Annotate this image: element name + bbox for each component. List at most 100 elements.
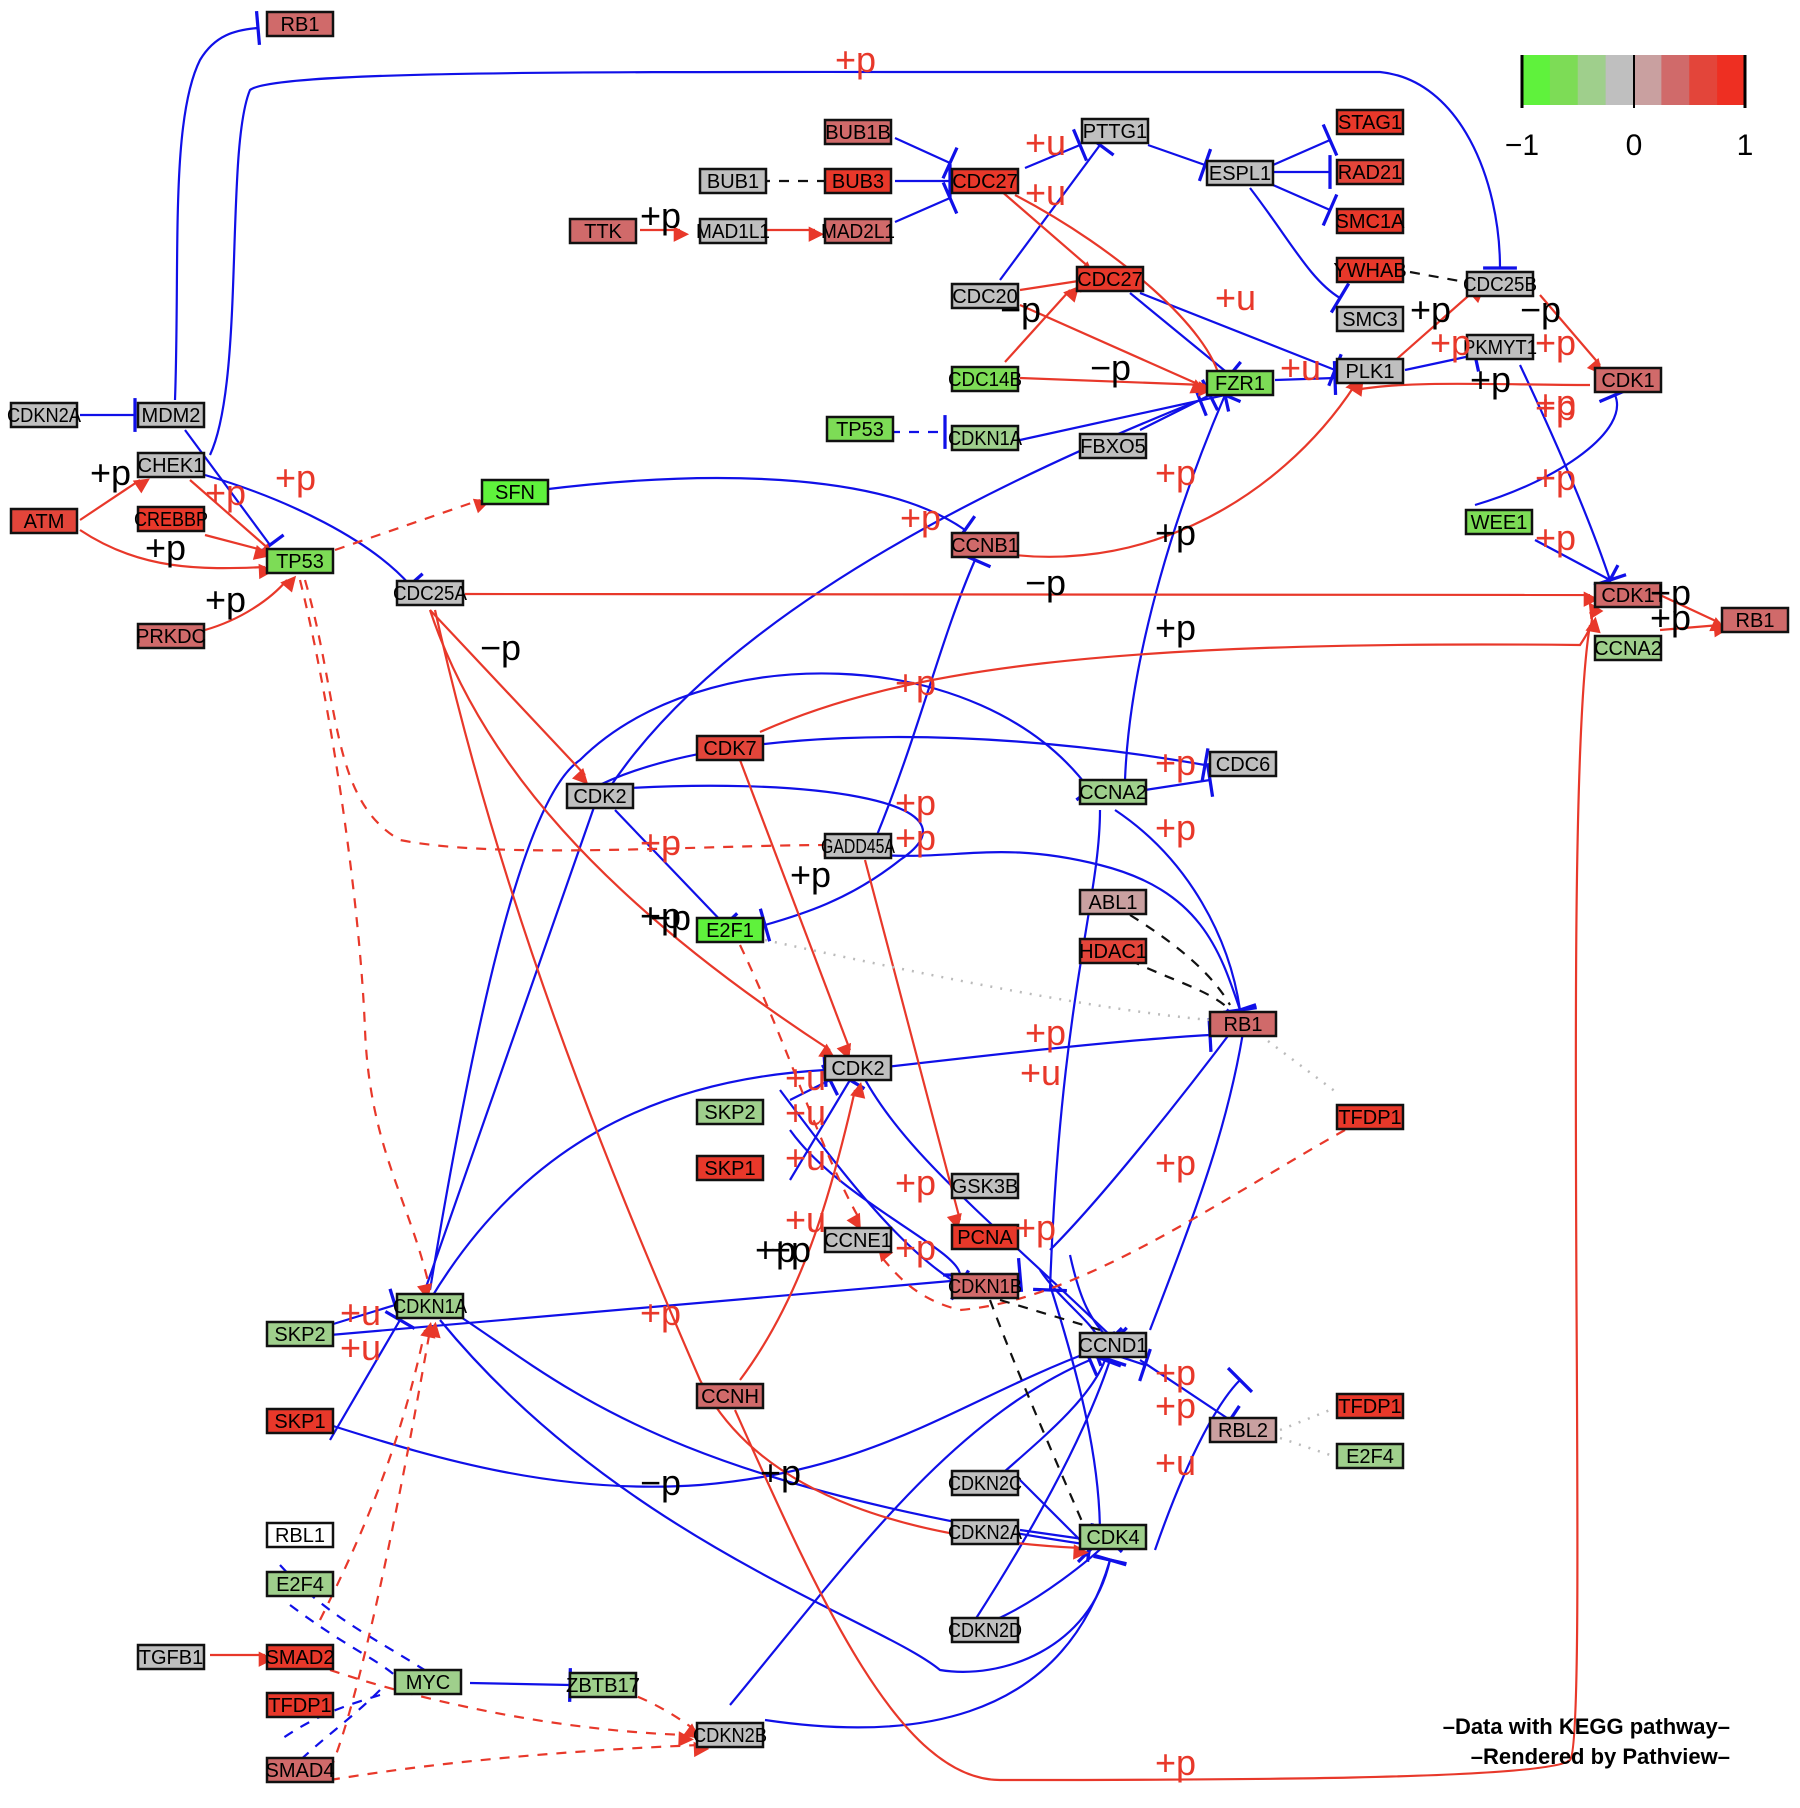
gene-node-box[interactable] [265, 1756, 335, 1784]
gene-node-box[interactable] [265, 1407, 335, 1435]
gene-node-box[interactable] [1208, 1416, 1278, 1444]
gene-node[interactable]: CDK2 [823, 1054, 893, 1082]
gene-node[interactable]: SKP1 [265, 1407, 335, 1435]
gene-node-box[interactable] [1208, 750, 1278, 778]
gene-node[interactable]: RBL1 [265, 1521, 335, 1549]
gene-node[interactable]: TGFB1 [136, 1643, 206, 1671]
gene-node-box[interactable] [265, 1521, 335, 1549]
gene-node[interactable]: CDK4 [1078, 1523, 1148, 1551]
gene-node-box[interactable] [136, 622, 206, 650]
gene-node-box[interactable] [136, 451, 206, 479]
gene-node[interactable]: TFDP1 [1335, 1392, 1405, 1420]
gene-node[interactable]: SKP2 [265, 1320, 335, 1348]
gene-node[interactable]: RAD21 [1335, 158, 1405, 186]
gene-node-box[interactable] [1593, 634, 1663, 662]
gene-node-box[interactable] [1720, 606, 1790, 634]
gene-node-box[interactable] [1335, 108, 1405, 136]
gene-node-box[interactable] [1078, 937, 1148, 965]
gene-node[interactable]: CDKN1A [948, 424, 1023, 452]
gene-node-box[interactable] [1208, 1010, 1278, 1038]
gene-node-box[interactable] [1335, 1442, 1405, 1470]
gene-node-box[interactable] [265, 1570, 335, 1598]
gene-node-box[interactable] [568, 1671, 638, 1699]
gene-node-box[interactable] [136, 505, 206, 533]
gene-node[interactable]: CREBBP [134, 505, 208, 533]
gene-node-box[interactable] [136, 1643, 206, 1671]
gene-node[interactable]: ZBTB17 [566, 1671, 640, 1699]
gene-node[interactable]: CHEK1 [136, 451, 206, 479]
gene-node[interactable]: TP53 [265, 547, 335, 575]
gene-node[interactable]: E2F4 [1335, 1442, 1405, 1470]
gene-node-box[interactable] [1335, 158, 1405, 186]
gene-node-box[interactable] [1335, 256, 1405, 284]
gene-node-box[interactable] [1205, 369, 1275, 397]
gene-node-box[interactable] [1078, 888, 1148, 916]
gene-node[interactable]: CDC25A [393, 579, 468, 607]
gene-node-box[interactable] [823, 167, 893, 195]
gene-node[interactable]: CCNH [695, 1382, 765, 1410]
gene-node-box[interactable] [950, 1272, 1020, 1300]
gene-node[interactable]: TTK [568, 217, 638, 245]
gene-node-box[interactable] [393, 1668, 463, 1696]
gene-node[interactable]: CDC14B [948, 365, 1022, 393]
gene-node[interactable]: CDKN1B [948, 1272, 1022, 1300]
gene-node[interactable]: BUB1B [823, 118, 893, 146]
gene-node-box[interactable] [950, 167, 1020, 195]
gene-node-box[interactable] [1593, 366, 1663, 394]
gene-node-box[interactable] [825, 415, 895, 443]
gene-node[interactable]: CDKN2B [693, 1721, 767, 1749]
gene-node-box[interactable] [695, 734, 765, 762]
gene-node-box[interactable] [1335, 207, 1405, 235]
gene-node[interactable]: MAD1L1 [696, 217, 770, 245]
gene-node[interactable]: SMC1A [1335, 207, 1406, 235]
gene-node-box[interactable] [950, 424, 1020, 452]
gene-node[interactable]: GADD45A [821, 832, 896, 860]
gene-node[interactable]: YWHAB [1333, 256, 1407, 284]
gene-node[interactable]: CDC25B [1463, 270, 1537, 298]
gene-node[interactable]: CDK1 [1593, 581, 1663, 609]
gene-node[interactable]: FBXO5 [1078, 432, 1148, 460]
gene-node-box[interactable] [568, 217, 638, 245]
gene-node[interactable]: PRKDC [136, 622, 206, 650]
gene-node[interactable]: GSK3B [950, 1172, 1020, 1200]
gene-node-box[interactable] [695, 1098, 765, 1126]
gene-node-box[interactable] [1593, 581, 1663, 609]
gene-node-box[interactable] [265, 547, 335, 575]
gene-node[interactable]: PLK1 [1335, 357, 1405, 385]
gene-node[interactable]: SMC3 [1335, 305, 1405, 333]
gene-node[interactable]: TP53 [825, 415, 895, 443]
gene-node[interactable]: CDK7 [695, 734, 765, 762]
gene-node[interactable]: BUB3 [823, 167, 893, 195]
gene-node[interactable]: E2F1 [695, 916, 765, 944]
gene-node-box[interactable] [695, 916, 765, 944]
gene-node[interactable]: MDM2 [136, 401, 206, 429]
gene-node-box[interactable] [695, 1382, 765, 1410]
gene-node[interactable]: MYC [393, 1668, 463, 1696]
gene-node-box[interactable] [1465, 270, 1535, 298]
gene-node[interactable]: CDK1 [1593, 366, 1663, 394]
gene-node-box[interactable] [950, 1616, 1020, 1644]
gene-node-box[interactable] [695, 1721, 765, 1749]
gene-node[interactable]: RB1 [265, 10, 335, 38]
gene-node-box[interactable] [950, 1518, 1020, 1546]
gene-node-box[interactable] [395, 1292, 465, 1320]
gene-node-box[interactable] [1205, 159, 1275, 187]
gene-node[interactable]: SKP2 [695, 1098, 765, 1126]
gene-node[interactable]: TFDP1 [265, 1691, 335, 1719]
gene-node-box[interactable] [695, 1154, 765, 1182]
gene-node[interactable]: ABL1 [1078, 888, 1148, 916]
gene-node[interactable]: PTTG1 [1080, 117, 1150, 145]
gene-node-box[interactable] [950, 1469, 1020, 1497]
gene-node[interactable]: ATM [9, 507, 79, 535]
gene-node-box[interactable] [265, 1643, 335, 1671]
gene-node[interactable]: MAD2L1 [821, 217, 895, 245]
gene-node-box[interactable] [1080, 117, 1150, 145]
gene-node-box[interactable] [1464, 508, 1534, 536]
gene-node-box[interactable] [1078, 1331, 1148, 1359]
gene-node-box[interactable] [950, 365, 1020, 393]
gene-node-box[interactable] [823, 1226, 893, 1254]
gene-node-box[interactable] [1078, 432, 1148, 460]
gene-node-box[interactable] [698, 217, 768, 245]
gene-node-box[interactable] [950, 1172, 1020, 1200]
gene-node-box[interactable] [1078, 1523, 1148, 1551]
